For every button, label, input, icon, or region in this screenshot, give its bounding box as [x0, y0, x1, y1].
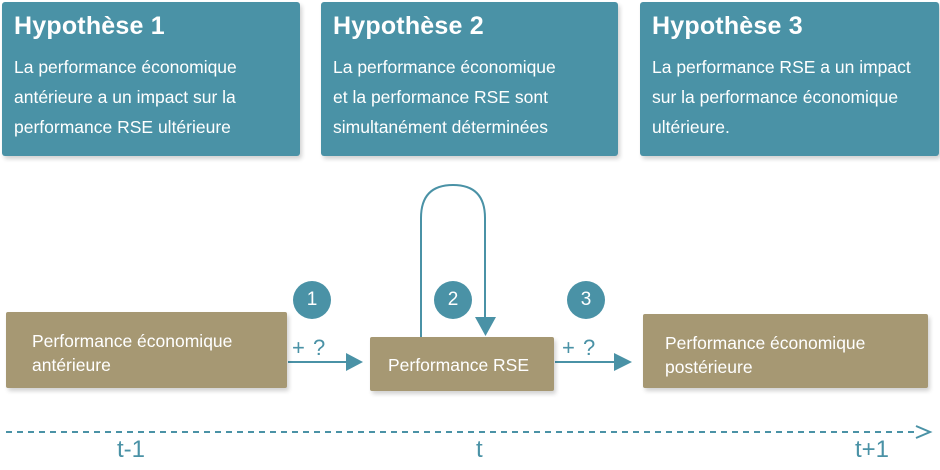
hypothesis-1-card: Hypothèse 1 La performance économique an… — [2, 2, 300, 156]
timeline-arrowhead — [915, 425, 933, 439]
hypothesis-3-line: sur la performance économique — [652, 87, 899, 107]
hypothesis-2-line: et la performance RSE sont — [333, 87, 548, 107]
hypothesis-1-line: antérieure a un impact sur la — [14, 87, 236, 107]
hypothesis-3-card: Hypothèse 3 La performance RSE a un impa… — [640, 2, 939, 156]
hypothesis-3-title: Hypothèse 3 — [652, 12, 803, 40]
timeline-tick-t-plus-1: t+1 — [855, 436, 890, 463]
box-label-line: antérieure — [32, 355, 111, 375]
marker-2-badge: 2 — [434, 281, 472, 319]
hypothesis-2-card: Hypothèse 2 La performance économique et… — [321, 2, 618, 156]
hypothesis-2-line: simultanément déterminées — [333, 117, 548, 137]
hypothesis-3-line: ultérieure. — [652, 117, 730, 137]
hypothesis-2-title: Hypothèse 2 — [333, 12, 484, 40]
hypothesis-2-text: La performance économique et la performa… — [333, 52, 606, 142]
loop-arrowhead — [475, 317, 496, 336]
box-label-line: Performance économique — [32, 331, 233, 351]
box-label-line: postérieure — [665, 357, 753, 377]
hypothesis-1-line: La performance économique — [14, 57, 237, 77]
relation-label-right: + ? — [562, 335, 597, 360]
prior-economic-performance-box: Performance économique antérieure — [6, 312, 287, 388]
csr-performance-box: Performance RSE — [370, 337, 554, 391]
arrowhead-left-to-middle — [346, 353, 363, 371]
arrowhead-middle-to-right — [614, 353, 632, 371]
loop-arrow — [420, 183, 486, 337]
posterior-economic-performance-box: Performance économique postérieure — [643, 314, 928, 388]
hypothesis-3-line: La performance RSE a un impact — [652, 57, 911, 77]
hypothesis-2-line: La performance économique — [333, 57, 556, 77]
hypothesis-1-line: performance RSE ultérieure — [14, 117, 231, 137]
hypothesis-1-text: La performance économique antérieure a u… — [14, 52, 288, 142]
box-label-line: Performance RSE — [388, 355, 530, 375]
timeline-tick-t: t — [476, 436, 483, 463]
hypothesis-1-title: Hypothèse 1 — [14, 12, 165, 40]
marker-3-badge: 3 — [567, 281, 605, 319]
timeline-tick-t-minus-1: t-1 — [117, 436, 146, 463]
marker-1-badge: 1 — [293, 281, 331, 319]
hypothesis-3-text: La performance RSE a un impact sur la pe… — [652, 52, 927, 142]
relation-label-left: + ? — [292, 335, 327, 360]
box-label-line: Performance économique — [665, 333, 866, 353]
